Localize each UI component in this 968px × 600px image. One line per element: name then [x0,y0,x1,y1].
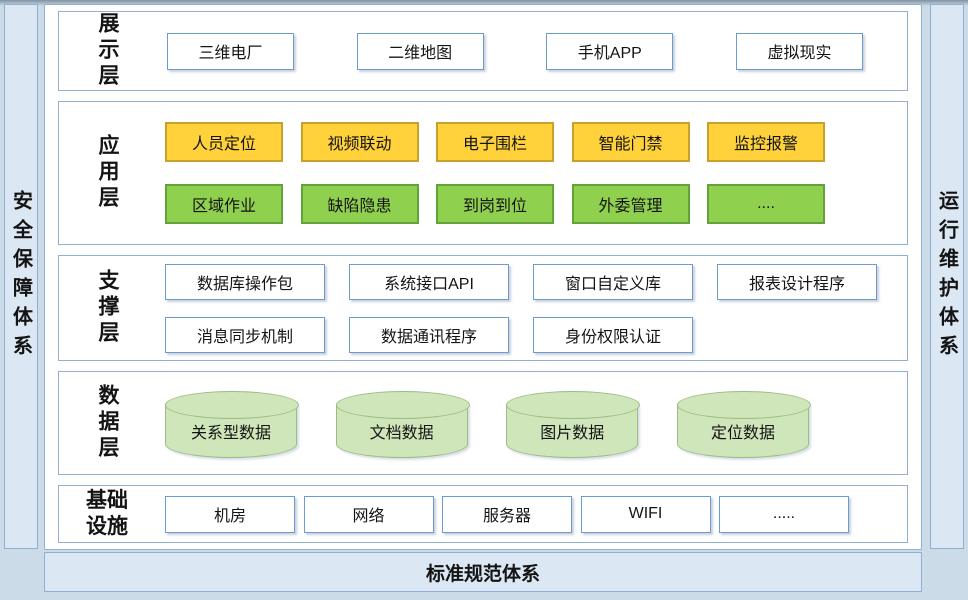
layer-infrastructure-content: 机房 网络 服务器 WIFI ..... [155,486,907,542]
layer-support: 支撑层 数据库操作包 系统接口API 窗口自定义库 报表设计程序 消息同步机制 … [58,255,908,361]
support-item: 系统接口API [349,263,509,300]
infrastructure-item: 网络 [303,495,434,533]
database-cylinder: 关系型数据 [165,391,299,458]
support-item: 数据通讯程序 [349,316,509,353]
cylinder-label: 定位数据 [710,424,775,442]
support-item: 报表设计程序 [717,263,877,300]
layer-infrastructure-label: 基础设施 [59,486,155,542]
support-grid: 数据库操作包 系统接口API 窗口自定义库 报表设计程序 消息同步机制 数据通讯… [165,263,891,353]
application-item: 区域作业 [165,184,283,224]
right-bar-label: 运行维护体系 [935,189,958,364]
layer-presentation-label: 展示层 [59,12,155,90]
data-row: 关系型数据 文档数据 图片数据 定位数据 [165,388,891,458]
layer-label-text: 数据层 [96,384,119,462]
application-item: 到岗到位 [436,184,554,224]
application-item: 外委管理 [571,184,690,224]
application-row-1: 人员定位 视频联动 电子围栏 智能门禁 监控报警 [165,122,891,162]
presentation-row: 三维电厂 二维地图 手机APP 虚拟现实 [165,32,891,70]
application-item: 智能门禁 [571,122,690,162]
layer-application-content: 人员定位 视频联动 电子围栏 智能门禁 监控报警 区域作业 缺陷隐患 到岗到位 … [155,102,907,244]
layer-infrastructure: 基础设施 机房 网络 服务器 WIFI ..... [58,485,908,543]
layer-label-text: 应用层 [96,134,119,212]
presentation-item: 虚拟现实 [735,32,863,70]
layer-data: 数据层 关系型数据 文档数据 图片数据 定位数据 [58,371,908,475]
layers-panel: 展示层 三维电厂 二维地图 手机APP 虚拟现实 应用层 人员定位 视频联动 [44,4,922,550]
support-item: 身份权限认证 [533,316,693,353]
infrastructure-row: 机房 网络 服务器 WIFI ..... [165,495,891,533]
layer-presentation: 展示层 三维电厂 二维地图 手机APP 虚拟现实 [58,11,908,91]
support-item: 消息同步机制 [165,316,325,353]
cylinder-label: 文档数据 [369,424,434,442]
application-item: .... [707,184,825,224]
layer-presentation-content: 三维电厂 二维地图 手机APP 虚拟现实 [155,12,907,90]
infrastructure-item: 机房 [165,495,295,533]
left-bar-security-assurance: 安全保障体系 [4,4,38,549]
layer-support-content: 数据库操作包 系统接口API 窗口自定义库 报表设计程序 消息同步机制 数据通讯… [155,256,907,360]
application-item: 缺陷隐患 [300,184,419,224]
layer-application-label: 应用层 [59,102,155,244]
right-bar-operation-maintenance: 运行维护体系 [930,4,964,549]
application-item: 人员定位 [165,122,283,162]
database-cylinder: 定位数据 [676,391,811,458]
layer-application: 应用层 人员定位 视频联动 电子围栏 智能门禁 监控报警 区域作业 缺陷隐患 到… [58,101,908,245]
presentation-item: 二维地图 [356,32,484,70]
application-row-2: 区域作业 缺陷隐患 到岗到位 外委管理 .... [165,184,891,224]
database-cylinder: 文档数据 [335,391,470,458]
presentation-item: 手机APP [546,32,674,70]
layer-data-label: 数据层 [59,372,155,474]
cylinder-label: 关系型数据 [190,424,271,442]
support-item: 窗口自定义库 [533,263,693,300]
bottom-bar-label: 标准规范体系 [425,563,540,585]
database-cylinder: 图片数据 [506,391,641,458]
infrastructure-item: WIFI [580,495,711,533]
application-item: 电子围栏 [436,122,554,162]
cylinder-label: 图片数据 [540,424,605,442]
layer-data-content: 关系型数据 文档数据 图片数据 定位数据 [155,372,907,474]
layer-label-text: 展示层 [96,12,119,90]
application-item: 监控报警 [707,122,825,162]
infrastructure-item: ..... [719,495,849,533]
layer-support-label: 支撑层 [59,256,155,360]
layer-label-text: 支撑层 [96,269,119,347]
presentation-item: 三维电厂 [167,32,294,70]
support-item: 数据库操作包 [165,263,325,300]
infrastructure-item: 服务器 [442,495,572,533]
bottom-bar-standard-specification: 标准规范体系 [44,552,922,592]
application-item: 视频联动 [300,122,419,162]
layer-label-text: 基础设施 [86,488,128,538]
left-bar-label: 安全保障体系 [9,189,32,364]
